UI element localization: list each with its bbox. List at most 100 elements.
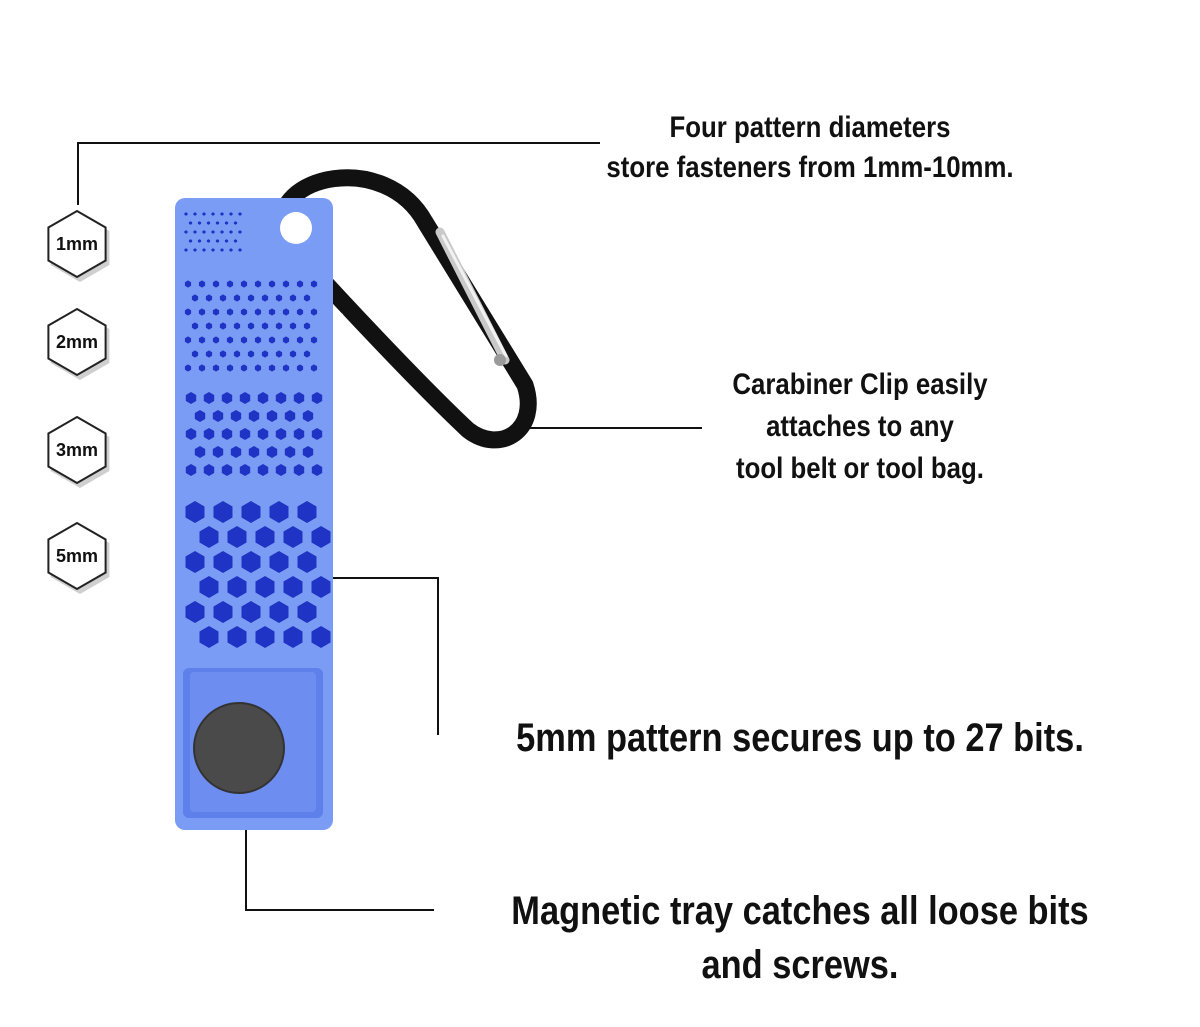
hole-2mm — [212, 308, 220, 316]
hole-3mm — [212, 446, 224, 458]
hole-2mm — [303, 350, 311, 358]
carabiner-line-1: Carabiner Clip easily — [732, 368, 988, 401]
hole-1mm — [197, 221, 202, 225]
hole-1mm — [206, 221, 211, 225]
hole-3mm — [302, 446, 314, 458]
carabiner-line-2: attaches to any — [766, 410, 954, 443]
hole-3mm — [248, 410, 260, 422]
hole-5mm — [213, 601, 233, 623]
hole-1mm — [233, 221, 238, 225]
hole-3mm — [302, 410, 314, 422]
size-badge-hexagon — [47, 415, 107, 485]
hole-1mm — [215, 239, 220, 243]
hole-3mm — [185, 464, 197, 476]
size-badge-hexagon — [47, 307, 107, 377]
hole-2mm — [247, 294, 255, 302]
hole-2mm — [282, 308, 290, 316]
hole-5mm — [297, 601, 317, 623]
hole-2mm — [240, 280, 248, 288]
hole-3mm — [212, 410, 224, 422]
hole-2mm — [233, 322, 241, 330]
hole-3mm — [275, 392, 287, 404]
hole-2mm — [268, 336, 276, 344]
hole-2mm — [268, 308, 276, 316]
hole-2mm — [184, 280, 192, 288]
hole-5mm — [269, 501, 289, 523]
size-badge-label: 5mm — [56, 546, 98, 566]
hole-3mm — [239, 428, 251, 440]
carabiner-hole — [280, 212, 312, 244]
hole-3mm — [203, 392, 215, 404]
hole-1mm — [238, 212, 242, 216]
carabiner-gate-shine — [441, 234, 508, 358]
hole-2mm — [254, 308, 262, 316]
hole-3mm — [293, 464, 305, 476]
hole-5mm — [311, 626, 331, 648]
carabiner-line-3: tool belt or tool bag. — [736, 452, 984, 485]
hole-3mm — [311, 392, 323, 404]
hole-2mm — [282, 364, 290, 372]
hole-5mm — [185, 601, 205, 623]
hole-5mm — [241, 501, 261, 523]
size-badge-hexagon — [47, 209, 107, 279]
hole-5mm — [283, 626, 303, 648]
hole-2mm — [261, 294, 269, 302]
hole-2mm — [310, 280, 318, 288]
hole-3mm — [185, 428, 197, 440]
hole-5mm — [255, 626, 275, 648]
hole-2mm — [240, 364, 248, 372]
size-badge-label: 3mm — [56, 440, 98, 460]
hole-2mm — [275, 322, 283, 330]
hole-2mm — [296, 336, 304, 344]
hole-5mm — [255, 526, 275, 548]
hole-2mm — [254, 280, 262, 288]
hole-2mm — [205, 322, 213, 330]
hole-1mm — [206, 239, 211, 243]
diameters-leader-line — [77, 142, 600, 205]
hole-3mm — [257, 428, 269, 440]
hole-2mm — [198, 280, 206, 288]
hole-5mm — [185, 551, 205, 573]
hole-2mm — [198, 308, 206, 316]
hole-3mm — [194, 446, 206, 458]
hole-2mm — [212, 364, 220, 372]
hole-1mm — [202, 248, 206, 252]
hole-2mm — [219, 350, 227, 358]
hole-2mm — [296, 364, 304, 372]
hole-3mm — [221, 392, 233, 404]
hole-2mm — [240, 308, 248, 316]
magnetic-callout: Magnetic tray catches all loose bits and… — [490, 884, 1109, 992]
hole-1mm — [188, 221, 193, 225]
hole-2mm — [198, 336, 206, 344]
hole-3mm — [293, 392, 305, 404]
hole-2mm — [275, 350, 283, 358]
hole-3mm — [257, 392, 269, 404]
hole-3mm — [194, 410, 206, 422]
hole-5mm — [213, 501, 233, 523]
hole-2mm — [247, 350, 255, 358]
hole-5mm — [269, 551, 289, 573]
hole-1mm — [184, 248, 188, 252]
hole-2mm — [268, 364, 276, 372]
hole-2mm — [233, 350, 241, 358]
hole-2mm — [310, 336, 318, 344]
hole-2mm — [226, 364, 234, 372]
hole-patterns — [184, 212, 331, 648]
hole-2mm — [254, 336, 262, 344]
hole-2mm — [261, 322, 269, 330]
hole-5mm — [199, 576, 219, 598]
hole-1mm — [220, 212, 224, 216]
hole-2mm — [226, 280, 234, 288]
diameters-line-2: store fasteners from 1mm-10mm. — [606, 151, 1014, 184]
hole-1mm — [215, 221, 220, 225]
hole-1mm — [184, 212, 188, 216]
hole-2mm — [184, 364, 192, 372]
hole-5mm — [227, 526, 247, 548]
hole-2mm — [205, 350, 213, 358]
hole-5mm — [311, 576, 331, 598]
hole-3mm — [275, 464, 287, 476]
hole-3mm — [284, 410, 296, 422]
hole-5mm — [241, 601, 261, 623]
